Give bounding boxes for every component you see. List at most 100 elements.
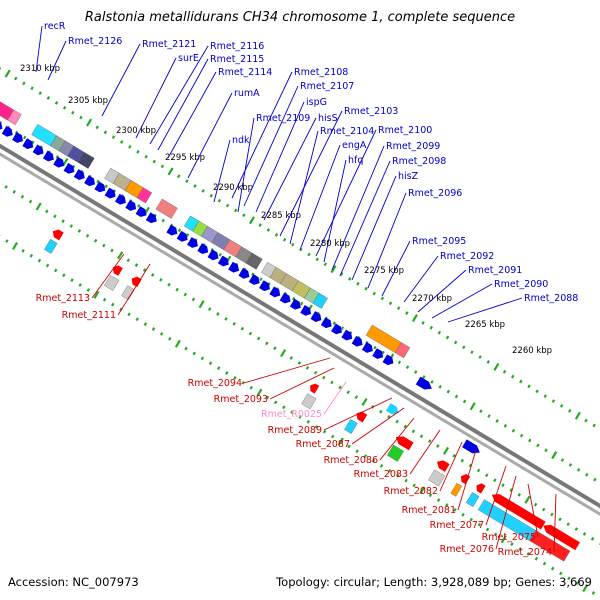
tick-mark: [53, 214, 57, 219]
tick-mark: [388, 301, 393, 306]
forward-gene-arrow: [166, 224, 178, 236]
cog-block: [77, 151, 95, 169]
tick-mark: [478, 355, 482, 359]
tick-mark: [403, 424, 407, 429]
tick-mark: [469, 402, 476, 411]
tick-mark: [4, 185, 8, 189]
tick-mark: [209, 193, 214, 198]
gene-label: Rmet_2089: [268, 425, 322, 436]
reverse-gene-arrow: [112, 265, 123, 276]
leader-line: [381, 240, 411, 297]
tick-mark: [242, 213, 246, 218]
tick-mark: [510, 542, 514, 546]
forward-gene-arrow: [42, 150, 54, 162]
tick-mark: [265, 341, 269, 346]
cog-block: [450, 482, 463, 497]
tick-mark: [62, 105, 67, 110]
gene-label: hisZ: [398, 171, 419, 182]
tick-mark: [256, 336, 261, 341]
tick-mark: [177, 228, 182, 233]
tick-mark: [332, 321, 336, 326]
leader-line: [351, 407, 405, 445]
tick-mark: [446, 389, 451, 394]
tick-mark: [144, 154, 148, 159]
forward-gene-arrow: [135, 206, 147, 217]
cog-block: [394, 342, 411, 359]
tick-mark: [305, 365, 310, 370]
gene-label: Rmet_2090: [494, 279, 548, 290]
gene-label: Rmet_2116: [210, 41, 264, 52]
tick-mark: [397, 360, 402, 365]
gene-label: Rmet_2091: [468, 265, 522, 276]
tick-mark: [96, 179, 100, 184]
gene-label: rumA: [234, 88, 260, 99]
tick-mark: [45, 209, 49, 214]
tick-mark: [54, 268, 58, 273]
backbone-line: [0, 152, 600, 516]
forward-gene-arrow: [415, 376, 432, 390]
tick-mark: [93, 290, 100, 299]
forward-gene-arrow: [228, 261, 240, 273]
tick-mark: [151, 273, 155, 277]
tick-mark: [35, 202, 42, 211]
tick-mark: [347, 444, 351, 449]
leader-line: [315, 129, 377, 257]
tick-mark: [411, 313, 418, 322]
tick-mark: [396, 306, 401, 311]
gene-label: engA: [342, 140, 367, 151]
forward-gene-arrow: [310, 311, 322, 322]
leader-line: [439, 441, 463, 492]
tick-mark: [152, 159, 156, 164]
leader-line: [231, 71, 293, 199]
topology-label: Topology: circular; Length: 3,928,089 bp…: [276, 575, 592, 589]
tick-mark: [143, 322, 148, 327]
forward-gene-arrow: [12, 132, 23, 143]
tick-mark: [421, 321, 425, 325]
forward-gene-arrow: [300, 304, 312, 316]
tick-mark: [249, 216, 256, 225]
gene-label: recR: [44, 21, 66, 32]
tick-mark: [419, 486, 426, 495]
leader-line: [237, 117, 255, 213]
leader-line: [91, 253, 125, 299]
ruler-label: 2295 kbp: [165, 153, 205, 163]
tick-mark: [38, 91, 42, 95]
tick-mark: [291, 242, 295, 247]
cog-block: [312, 292, 328, 309]
tick-mark: [28, 199, 33, 204]
leader-line: [379, 417, 415, 461]
tick-mark: [405, 311, 409, 315]
tick-mark: [528, 438, 532, 443]
tick-mark: [428, 493, 433, 498]
tick-mark: [102, 297, 107, 302]
tick-mark: [536, 443, 540, 448]
reverse-gene-arrow: [52, 229, 64, 241]
reverse-gene-arrow: [131, 276, 142, 288]
leader-line: [527, 483, 539, 538]
tick-mark: [251, 272, 255, 277]
tick-mark: [185, 179, 189, 183]
leader-line: [187, 92, 233, 179]
tick-mark: [217, 198, 222, 203]
leader-line: [279, 110, 343, 237]
tick-mark: [518, 547, 522, 551]
tick-mark: [453, 340, 458, 345]
forward-gene-arrow: [145, 212, 157, 224]
tick-mark: [503, 423, 508, 428]
tick-mark: [218, 252, 222, 257]
gene-label: Rmet_2114: [218, 67, 272, 78]
ruler-label: 2300 kbp: [116, 126, 156, 136]
reverse-gene-arrow: [436, 460, 450, 472]
gene-label: Rmet_2095: [412, 236, 466, 247]
tick-mark: [511, 428, 516, 433]
tick-mark: [437, 330, 442, 335]
tick-mark: [70, 278, 74, 283]
leader-line: [409, 429, 441, 475]
gene-label: Rmet_2100: [378, 125, 432, 136]
gene-label: Rmet_2074: [498, 547, 552, 558]
tick-mark: [487, 414, 491, 418]
leader-line: [157, 58, 209, 151]
cog-block: [44, 239, 58, 254]
